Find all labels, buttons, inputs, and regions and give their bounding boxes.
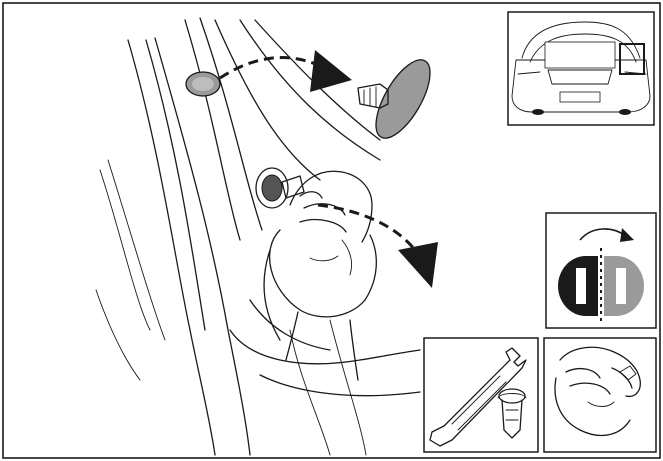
hand — [263, 170, 377, 381]
location-highlight — [619, 43, 645, 75]
tool-panel — [423, 337, 539, 453]
replace-symbol-panel — [545, 212, 657, 329]
main-step-illustration — [95, 17, 438, 456]
lower-clip — [255, 167, 305, 209]
hand-panel — [543, 337, 657, 453]
vehicle-locator-panel — [507, 11, 655, 126]
lower-arrowhead — [398, 242, 438, 288]
upper-arrowhead — [310, 50, 352, 92]
removed-clip — [357, 59, 431, 139]
lower-dashed-arrow — [317, 203, 417, 251]
upper-dashed-arrow — [219, 56, 321, 80]
